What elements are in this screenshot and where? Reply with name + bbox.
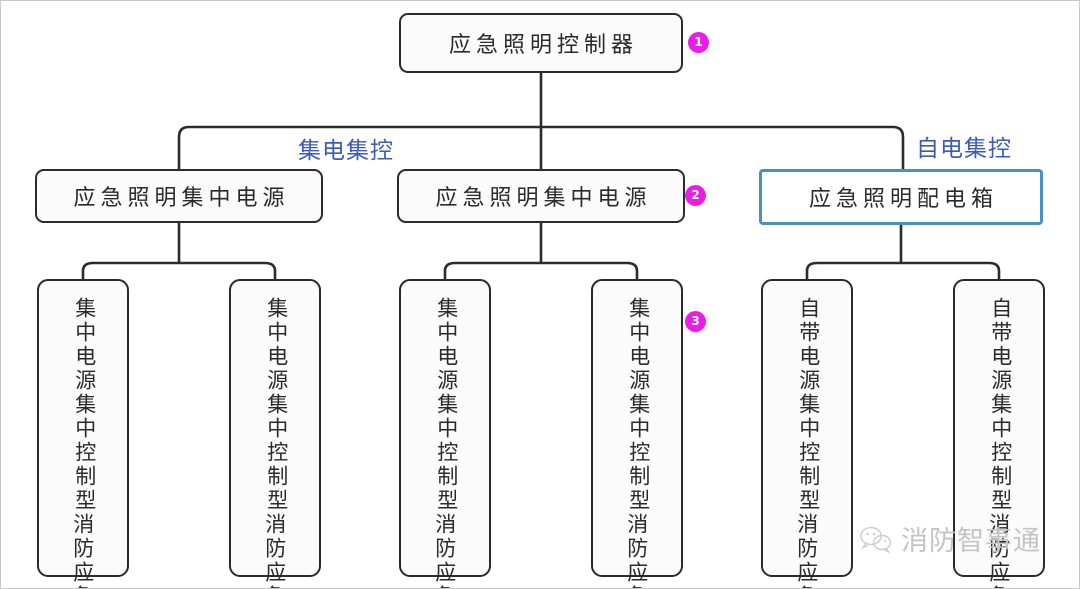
node-label-secondary: 集中电源集中控制型 (626, 297, 651, 513)
badge-1: 1 (688, 32, 709, 53)
connector-g1-bus (81, 261, 277, 279)
node-luminaire-3[interactable]: 集中电源集中控制型 消防应急灯具 (399, 279, 491, 588)
node-label-primary: 消防应急灯具 (986, 513, 1011, 589)
node-luminaire-5[interactable]: 自带电源集中控制型 消防应急灯具 (761, 279, 853, 588)
wechat-icon (860, 526, 892, 553)
node-vertical-text: 自带电源集中控制型 消防应急灯具 (987, 297, 1013, 588)
node-vertical-text: 集中电源集中控制型 消防应急灯具 (71, 297, 97, 588)
node-label: 应急照明控制器 (448, 33, 638, 58)
node-label-primary: 消防应急灯具 (70, 513, 95, 589)
node-luminaire-2[interactable]: 集中电源集中控制型 消防应急灯具 (229, 279, 321, 588)
node-vertical-text: 集中电源集中控制型 消防应急灯具 (433, 297, 459, 588)
node-label-secondary: 自带电源集中控制型 (988, 297, 1013, 513)
node-label-primary: 消防应急灯具 (624, 513, 649, 589)
connector-g2-bus (443, 261, 639, 279)
node-label-primary: 消防应急灯具 (794, 513, 819, 589)
node-label-primary: 消防应急灯具 (432, 513, 457, 589)
connector-g3-bus (805, 261, 1001, 279)
node-emergency-lighting-distribution-box[interactable]: 应急照明配电箱 (759, 169, 1043, 225)
node-luminaire-1[interactable]: 集中电源集中控制型 消防应急灯具 (37, 279, 129, 588)
node-vertical-text: 集中电源集中控制型 消防应急灯具 (625, 297, 651, 588)
node-vertical-text: 自带电源集中控制型 消防应急灯具 (795, 297, 821, 588)
node-label-secondary: 集中电源集中控制型 (434, 297, 459, 513)
node-emergency-lighting-controller[interactable]: 应急照明控制器 (399, 13, 683, 73)
badge-2: 2 (685, 185, 706, 206)
node-central-power-supply-left[interactable]: 应急照明集中电源 (35, 169, 323, 223)
node-vertical-text: 集中电源集中控制型 消防应急灯具 (263, 297, 289, 588)
node-label: 应急照明集中电源 (435, 186, 652, 211)
node-luminaire-6[interactable]: 自带电源集中控制型 消防应急灯具 (953, 279, 1045, 588)
node-luminaire-4[interactable]: 集中电源集中控制型 消防应急灯具 (591, 279, 683, 588)
branch-label-self-contained-power: 自电集控 (916, 136, 1012, 162)
node-label-secondary: 集中电源集中控制型 (72, 297, 97, 513)
node-label: 应急照明集中电源 (73, 186, 290, 211)
connector-level2-bus (177, 125, 905, 171)
node-label-secondary: 集中电源集中控制型 (264, 297, 289, 513)
node-label-secondary: 自带电源集中控制型 (796, 297, 821, 513)
badge-3: 3 (685, 311, 706, 332)
branch-label-centralized-power: 集电集控 (298, 138, 394, 164)
node-label: 应急照明配电箱 (808, 187, 998, 212)
node-central-power-supply-middle[interactable]: 应急照明集中电源 (397, 169, 685, 223)
node-label-primary: 消防应急灯具 (262, 513, 287, 589)
